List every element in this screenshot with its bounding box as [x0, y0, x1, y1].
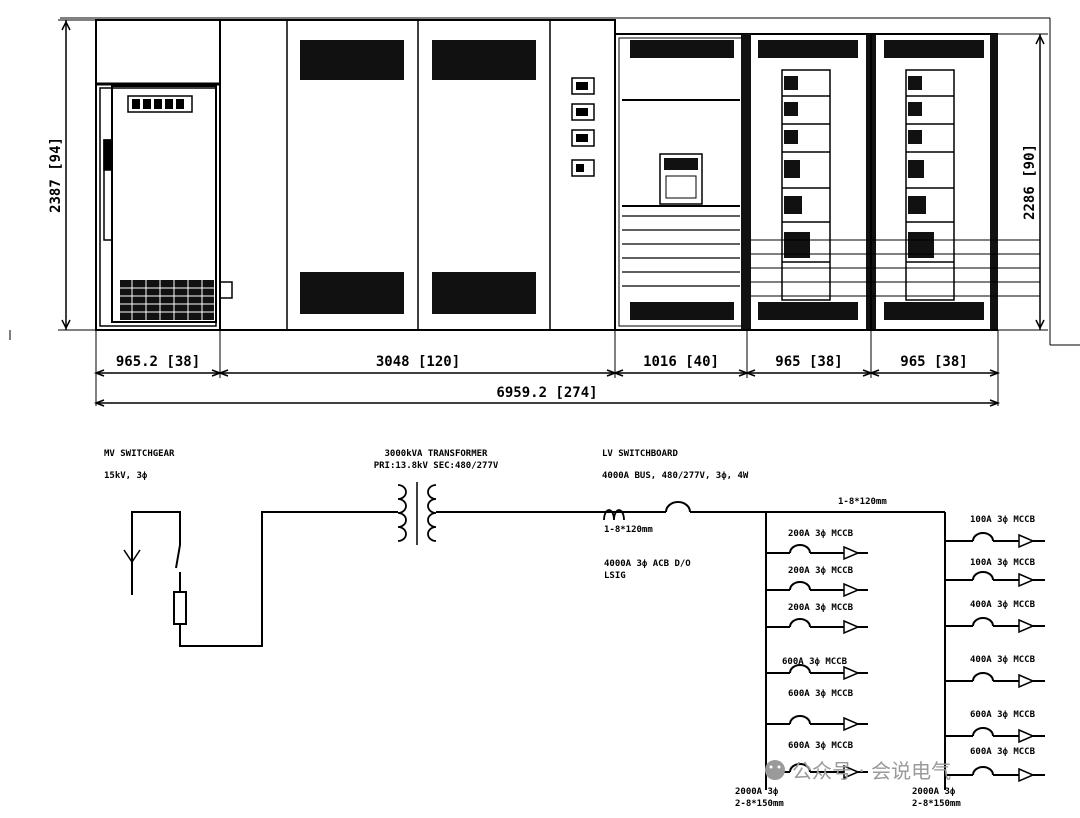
- left-feeder-3: [766, 618, 868, 635]
- left-feeder-group: [766, 544, 868, 780]
- left-breaker-label-1: 200A 3ф MCCB: [788, 529, 854, 539]
- mv-switchgear-rating: 15kV, 3ф: [104, 471, 148, 481]
- left-feeder-4: [766, 664, 868, 681]
- left-breaker-label-5: 600A 3ф MCCB: [788, 689, 854, 699]
- lv-switchboard-title: LV SWITCHBOARD: [602, 449, 678, 459]
- right-feeder-5: [945, 727, 1045, 744]
- right-feeder-3: [945, 617, 1045, 634]
- left-feeder-5: [766, 715, 868, 732]
- right-feeder-2: [945, 571, 1045, 588]
- width-dimension-4: 965 [38]: [775, 354, 842, 370]
- height-left-dimension: 2387 [94]: [48, 137, 64, 213]
- left-breaker-label-6: 600A 3ф MCCB: [788, 741, 854, 751]
- width-dimension-3: 1016 [40]: [643, 354, 719, 370]
- mv-switchgear-title: MV SWITCHGEAR: [104, 449, 175, 459]
- wechat-icon: [765, 760, 785, 780]
- right-feeder-6: [945, 766, 1045, 783]
- watermark-text: 公众号 · 会说电气: [792, 759, 951, 783]
- right-breaker-label-4: 400A 3ф MCCB: [970, 655, 1036, 665]
- left-breaker-label-3: 200A 3ф MCCB: [788, 603, 854, 613]
- total-width-dimension: 6959.2 [274]: [496, 385, 597, 401]
- left-breaker-label-4: 600A 3ф MCCB: [782, 657, 848, 667]
- watermark: 公众号 · 会说电气: [765, 759, 951, 783]
- main-cable: 1-8*120mm: [604, 525, 653, 535]
- left-feeder-1: [766, 544, 868, 561]
- left-cable-label: 2-8*150mm: [735, 799, 784, 809]
- left-feeder-2: [766, 581, 868, 598]
- right-breaker-label-3: 400A 3ф MCCB: [970, 600, 1036, 610]
- transformer-title: 3000kVA TRANSFORMER: [385, 449, 489, 459]
- left-breaker-label-7: 2000A 3ф: [735, 787, 779, 797]
- height-right-dimension: 2286 [90]: [1022, 144, 1038, 220]
- main-breaker-note: LSIG: [604, 571, 626, 581]
- right-breaker-label-5: 600A 3ф MCCB: [970, 710, 1036, 720]
- right-breaker-label-6: 600A 3ф MCCB: [970, 747, 1036, 757]
- right-breaker-label-2: 100A 3ф MCCB: [970, 558, 1036, 568]
- right-cable-label: 2-8*150mm: [912, 799, 961, 809]
- main-breaker-label: 4000A 3ф ACB D/O: [604, 559, 691, 569]
- right-feeder-group: [945, 532, 1045, 783]
- switchgear-elevation: [9, 17, 1080, 407]
- left-breaker-label-2: 200A 3ф MCCB: [788, 566, 854, 576]
- transformer-rating: PRI:13.8kV SEC:480/277V: [374, 461, 499, 471]
- feeder-top-cable: 1-8*120mm: [838, 497, 887, 507]
- single-line-diagram: [123, 482, 946, 790]
- width-dimension-5: 965 [38]: [900, 354, 967, 370]
- lv-switchboard-rating: 4000A BUS, 480/277V, 3ф, 4W: [602, 471, 749, 481]
- width-dimension-2: 3048 [120]: [376, 354, 460, 370]
- right-feeder-1: [945, 532, 1045, 549]
- right-breaker-label-1: 100A 3ф MCCB: [970, 515, 1036, 525]
- right-feeder-4: [945, 672, 1045, 689]
- right-breaker-label-7: 2000A 3ф: [912, 787, 956, 797]
- width-dimension-1: 965.2 [38]: [116, 354, 200, 370]
